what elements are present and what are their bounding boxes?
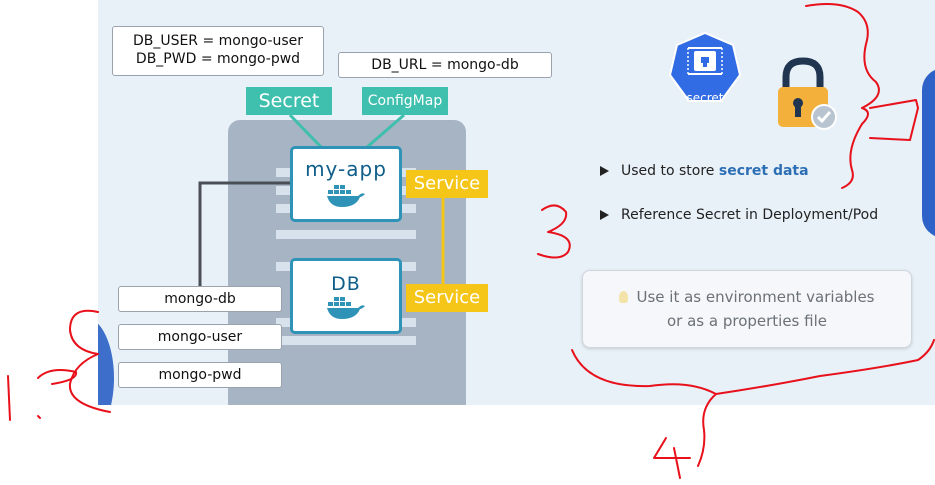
annotation-bracket-4b <box>715 339 935 395</box>
secret-icon-caption: secret <box>686 91 724 105</box>
secret-connector <box>288 113 324 150</box>
hint-box: Use it as environment variables or as a … <box>582 270 912 348</box>
my-app-node[interactable]: my-app <box>290 146 402 222</box>
annotation-bracket-4 <box>571 349 717 467</box>
slide: DB_USER = mongo-user DB_PWD = mongo-pwd … <box>98 0 935 405</box>
stripe <box>276 336 416 345</box>
bullet-arrow-icon <box>600 210 609 220</box>
annotation-number-2-shape <box>869 99 919 141</box>
annotation-dot <box>37 415 41 419</box>
padlock-icon <box>778 57 837 130</box>
presenter-shape-right <box>922 68 935 238</box>
secret-config-box: DB_USER = mongo-user DB_PWD = mongo-pwd <box>112 26 324 76</box>
value-box-mongo-db: mongo-db <box>118 286 282 312</box>
stripe <box>276 230 416 239</box>
value-box-mongo-user: mongo-user <box>118 324 282 350</box>
docker-icon <box>327 185 365 207</box>
secret-data-highlight: secret data <box>718 163 809 179</box>
connector-lines <box>198 113 445 286</box>
annotation-bracket-left <box>68 309 111 413</box>
secret-label: Secret <box>246 87 332 115</box>
db-node[interactable]: DB <box>290 258 402 334</box>
value-box-mongo-pwd: mongo-pwd <box>118 362 282 388</box>
db-pwd-line: DB_PWD = mongo-pwd <box>135 51 301 67</box>
app-service-label: Service <box>406 170 488 198</box>
configmap-config-box: DB_URL = mongo-db <box>338 52 552 78</box>
lightbulb-icon <box>619 291 629 303</box>
annotation-number-3 <box>537 204 571 259</box>
bullet-arrow-icon <box>600 166 609 176</box>
annotation-number-2-left <box>37 369 78 385</box>
annotation-number-1-left <box>7 375 11 421</box>
db-user-line: DB_USER = mongo-user <box>132 33 304 49</box>
k8s-secret-icon <box>668 31 742 102</box>
db-label: DB <box>331 273 361 295</box>
app-db-link <box>198 181 290 286</box>
db-service-label: Service <box>406 284 488 312</box>
my-app-label: my-app <box>305 157 387 181</box>
bullet-reference-secret: Reference Secret in Deployment/Pod <box>600 207 935 223</box>
configmap-connector <box>365 113 405 150</box>
bullet-store-secret: Used to store secret data <box>600 163 930 179</box>
docker-icon <box>327 297 365 319</box>
annotation-number-4 <box>653 437 691 479</box>
hint-line-2: or as a properties file <box>666 312 827 330</box>
configmap-label: ConfigMap <box>362 87 448 115</box>
annotation-bracket-1b <box>841 107 869 189</box>
annotation-bracket-1 <box>805 3 880 109</box>
hint-line-1: Use it as environment variables <box>636 288 875 306</box>
